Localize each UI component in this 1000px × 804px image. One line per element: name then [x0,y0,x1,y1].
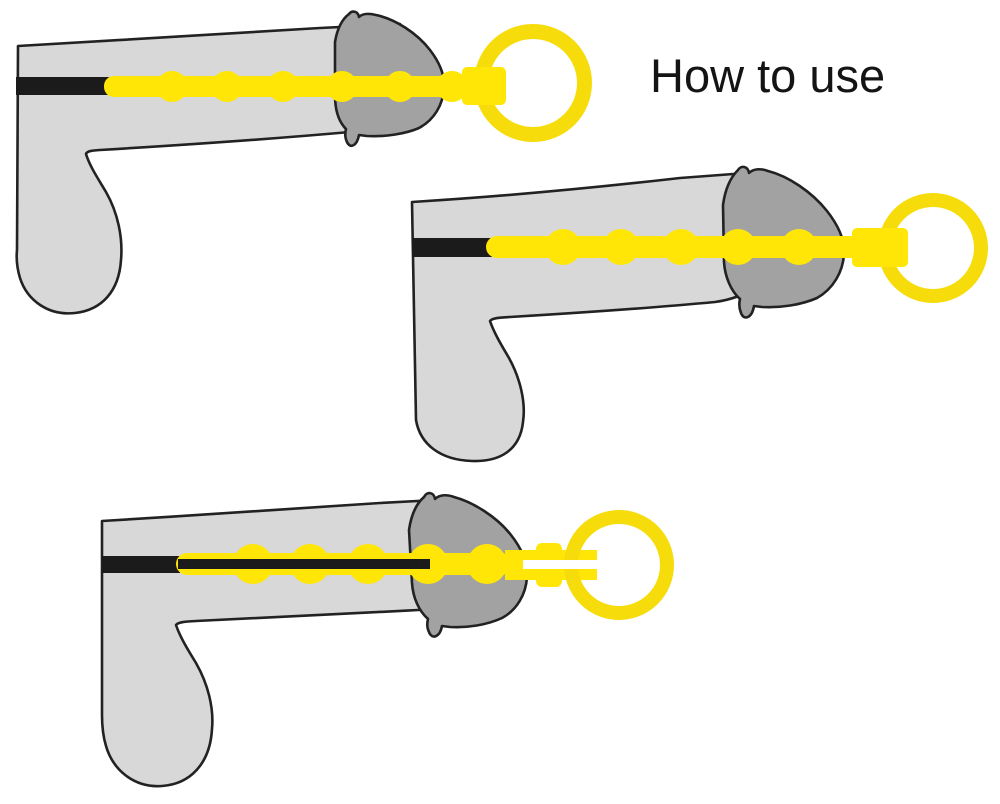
illustration-step-1 [15,10,592,315]
page-title: How to use [650,49,886,102]
device-bead [545,229,581,265]
device-hollow-channel [523,560,597,569]
device-bead [663,229,699,265]
device-stopper [852,228,908,267]
device-bead [156,71,188,102]
penis-body-outline [100,497,457,788]
urethra-line [102,556,180,573]
urethra-line [412,238,492,257]
illustration-step-2 [410,165,988,463]
device-bead [267,71,299,102]
illustration-step-3 [100,491,674,788]
urethra-line [16,77,112,95]
device-bead [211,71,243,102]
urethra-line-stretched [178,559,430,569]
device-bead [720,229,756,265]
device-bead [781,229,817,265]
device-bead [436,71,468,102]
device-bead [603,229,639,265]
device-bead [467,544,507,584]
device-bead [326,71,358,102]
device-bead [384,71,416,102]
device-stopper [462,67,506,105]
penis-body-outline [410,170,762,463]
